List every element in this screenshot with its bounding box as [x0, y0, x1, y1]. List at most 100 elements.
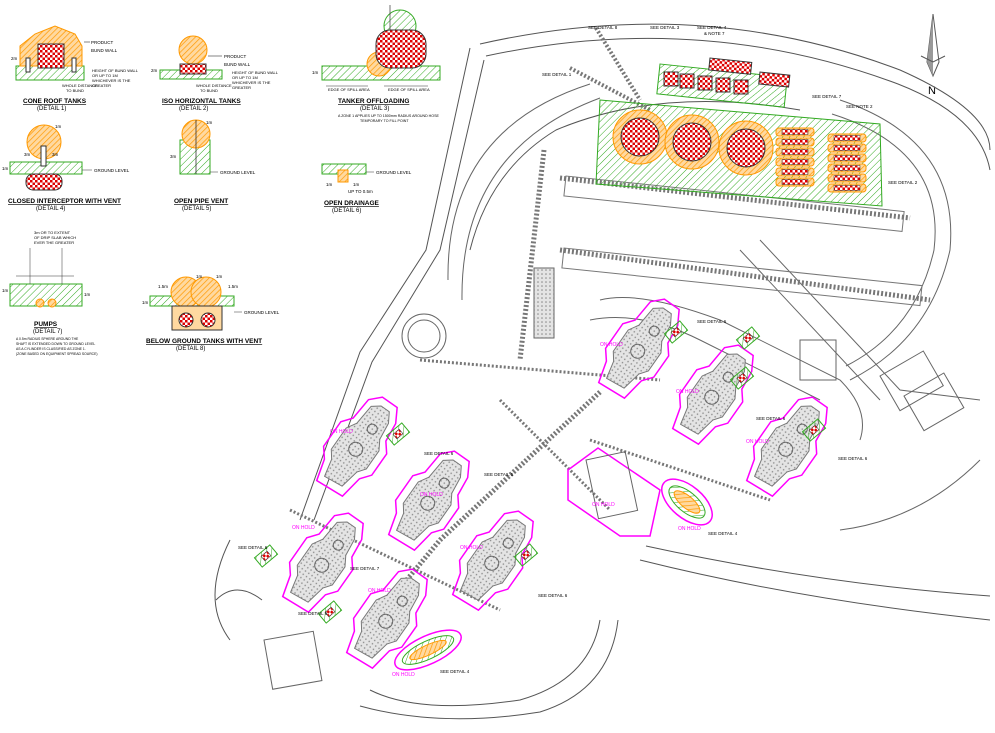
process-vessel [366, 423, 378, 435]
d7-top1: 3m OR TO EXTENT [34, 230, 71, 235]
detail-8-below-ground-tanks: GROUND LEVEL 1m 1m 1.5m 1.5m 1m BELOW GR… [142, 274, 280, 352]
d4-ground: GROUND LEVEL [94, 168, 130, 173]
d1-bund: BUND WALL [91, 48, 118, 53]
horizontal-tank [833, 185, 861, 191]
process-building [281, 512, 364, 614]
drain-pad-core [742, 332, 754, 344]
d8-ground: GROUND LEVEL [244, 310, 280, 315]
lbl-see-detail-4-a: SEE DETAIL 4 [708, 531, 738, 536]
d1-note6: TO BUND [66, 88, 84, 93]
detail-3-tanker-offloading: EDGE OF SPILL AREA EDGE OF SPILL AREA 1m… [312, 5, 441, 123]
lbl-on-hold-9: ON HOLD [460, 545, 483, 551]
process-building [451, 510, 534, 612]
drain-pad-core [324, 606, 336, 618]
d5-r2: 3m [170, 154, 177, 159]
d8-r5: 1m [142, 300, 149, 305]
lbl-on-hold-5: ON HOLD [592, 502, 615, 508]
lbl-see-detail-6-g: SEE DETAIL 6 [298, 611, 328, 616]
lbl-see-detail-6-e: SEE DETAIL 6 [238, 545, 268, 550]
drain-pad-core [260, 550, 272, 562]
horizontal-tank [781, 169, 809, 175]
d4-r1: 1m [55, 124, 62, 129]
process-buildings [281, 298, 828, 670]
d5-ground: GROUND LEVEL [220, 170, 256, 175]
detail-5-open-pipe-vent: GROUND LEVEL 1m 3m OPEN PIPE VENT (DETAI… [170, 119, 256, 212]
d3-note: A ZONE 1 APPLIES UP TO 1500mm RADIUS ARO… [338, 114, 439, 118]
d6-sub: (DETAIL 6) [332, 208, 361, 214]
process-building-outline [597, 298, 680, 400]
d3-sub: (DETAIL 3) [360, 106, 389, 112]
drain-pad [513, 543, 539, 567]
lbl-on-hold-11: ON HOLD [392, 672, 415, 678]
d2-product: PRODUCT [224, 54, 247, 59]
process-vessel [348, 441, 364, 457]
process-building-outline [451, 510, 534, 612]
lbl-on-hold-1: ON HOLD [600, 342, 623, 348]
process-building-body [353, 577, 420, 659]
d5-r1: 1m [206, 120, 213, 125]
process-vessel [630, 343, 646, 359]
d8-r3: 1.5m [158, 284, 168, 289]
d2-note4: GREATER [232, 85, 251, 90]
lbl-on-hold-8: ON HOLD [420, 492, 443, 498]
process-building [387, 450, 470, 552]
process-vessel [704, 389, 720, 405]
drain-pad-core [808, 424, 820, 436]
lbl-on-hold-6: ON HOLD [678, 526, 701, 532]
process-vessel [778, 441, 794, 457]
process-building-outline [671, 344, 754, 446]
d4-r4: 1m [2, 166, 9, 171]
detail-6-pads [253, 320, 827, 624]
d7-n1: A 0.5m RADIUS SPHERE AROUND THE [16, 337, 79, 341]
process-vessel [378, 613, 394, 629]
d8-sub: (DETAIL 8) [176, 346, 205, 352]
lbl-on-hold-10: ON HOLD [368, 588, 391, 594]
process-vessel [396, 595, 408, 607]
process-building [671, 344, 754, 446]
process-building-outline [315, 396, 398, 498]
d2-title: ISO HORIZONTAL TANKS [162, 98, 241, 105]
drain-pad [729, 366, 755, 390]
d7-n2: SHAFT IS EXTENDED DOWN TO GROUND LEVEL [16, 342, 95, 346]
horizontal-tank [781, 129, 809, 135]
process-building-body [459, 519, 526, 601]
process-vessel [314, 557, 330, 573]
detail-1-cone-roof-tanks: PRODUCT BUND WALL HEIGHT OF BUND WALL OR… [11, 25, 139, 112]
d2-note6: TO BUND [200, 88, 218, 93]
process-building-outline [745, 396, 828, 498]
lbl-on-hold-2: ON HOLD [676, 389, 699, 395]
process-vessel [648, 325, 660, 337]
process-vessel [502, 537, 514, 549]
process-building-body [323, 405, 390, 487]
lbl-see-detail-6-d: SEE DETAIL 6 [424, 451, 454, 456]
drain-pad [385, 422, 411, 446]
d3-edge2: EDGE OF SPILL AREA [388, 87, 430, 92]
lbl-see-detail-7: SEE DETAIL 7 [812, 94, 842, 99]
process-building-outline [387, 450, 470, 552]
drain-pad [735, 326, 761, 350]
horizontal-tank [781, 179, 809, 185]
process-building-body [605, 307, 672, 389]
d5-title: OPEN PIPE VENT [174, 198, 228, 205]
lbl-see-detail-5-a: SEE DETAIL 5 [484, 472, 514, 477]
d3-edge1: EDGE OF SPILL AREA [328, 87, 370, 92]
drain-pad [801, 418, 827, 442]
d7-top2: OF DRIP SLAB WHICH [34, 235, 76, 240]
d4-title: CLOSED INTERCEPTOR WITH VENT [8, 198, 121, 205]
d1-title: CONE ROOF TANKS [23, 98, 87, 105]
d4-r2: 3m [24, 152, 31, 157]
drain-pad-core [520, 549, 532, 561]
d4-sub: (DETAIL 4) [36, 206, 65, 212]
d8-r4: 1.5m [228, 284, 238, 289]
d7-dim2: 1m [84, 292, 91, 297]
d2-bund: BUND WALL [224, 62, 251, 67]
d8-r1: 1m [196, 274, 203, 279]
d1-sub: (DETAIL 1) [37, 106, 66, 112]
lbl-see-detail-6-f: SEE DETAIL 6 [538, 593, 568, 598]
d7-n3: AS A CYLINDER IS CLASSIFIED AS ZONE 1. [16, 347, 86, 351]
process-building [315, 396, 398, 498]
horizontal-tank [833, 165, 861, 171]
process-building-body [679, 353, 746, 435]
north-arrow: N [920, 13, 946, 97]
lbl-on-hold-4: ON HOLD [330, 429, 353, 435]
